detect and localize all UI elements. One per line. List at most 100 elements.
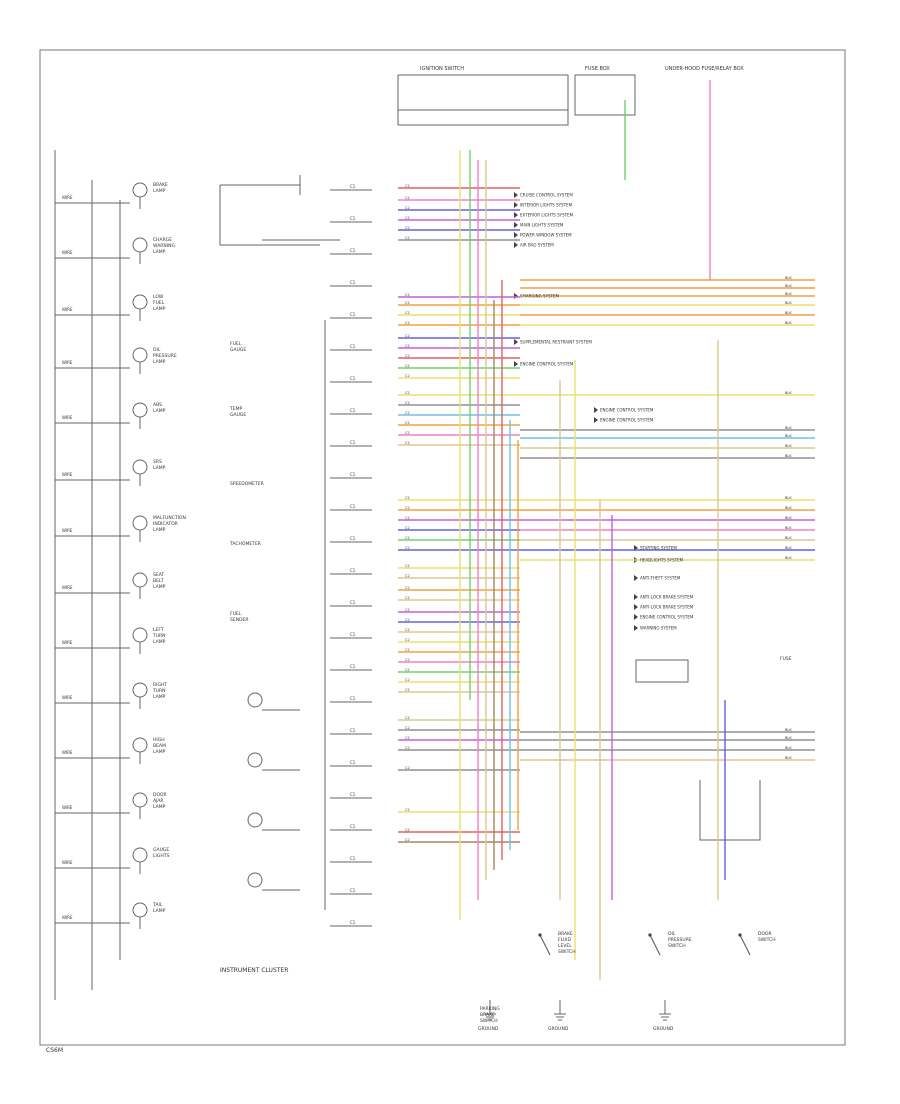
relay-box	[219, 185, 320, 246]
diagram-border	[39, 49, 846, 1046]
lamp-label: LAMP	[153, 306, 166, 312]
wire-code: BLK	[785, 736, 792, 740]
lamp-label: OIL	[153, 347, 161, 353]
lamp-label: LEFT	[153, 627, 164, 633]
arrow-icon	[634, 575, 638, 581]
wire-code: C2	[405, 391, 410, 395]
wire-code: C2	[405, 838, 410, 842]
wire-code: BLK	[785, 434, 792, 438]
arrow-icon	[514, 339, 518, 345]
arrow-icon	[514, 242, 518, 248]
wire-code: C2	[405, 658, 410, 662]
labels: BRAKELAMPWIRECHARGEWARNINGLAMPWIRELOWFUE…	[62, 182, 792, 1032]
lamp-label: GAUGE	[153, 847, 169, 853]
wire-code: WIRE	[62, 805, 73, 810]
wire-code: C2	[405, 301, 410, 305]
wire-code: BLK	[785, 454, 792, 458]
lamp-label: LAMP	[153, 188, 166, 194]
wire-code: WIRE	[62, 250, 73, 255]
lamp-label: LOW	[153, 294, 164, 300]
wire-code: BLK	[785, 756, 792, 760]
lamp-icon	[247, 812, 263, 828]
wire-code: WIRE	[62, 307, 73, 312]
wire-code: C2	[405, 344, 410, 348]
lamp-label: WARNING	[153, 243, 175, 249]
wire-code: C2	[405, 808, 410, 812]
wire-code: WIRE	[62, 695, 73, 700]
lamp-icon	[132, 847, 148, 863]
lamp-label: BELT	[153, 578, 164, 584]
lamp-icon	[132, 682, 148, 698]
wire-code: WIRE	[62, 640, 73, 645]
wire-code: BLK	[785, 516, 792, 520]
arrow-icon	[634, 594, 638, 600]
pin-label: C1	[350, 696, 356, 701]
wire-code: BLK	[785, 391, 792, 395]
lamp-label: INDICATOR	[153, 521, 178, 527]
arrow-icon	[634, 614, 638, 620]
wire-code: C2	[405, 586, 410, 590]
switch-label: PRESSURE	[668, 937, 692, 943]
wire-code: WIRE	[62, 915, 73, 920]
lamp-icon	[132, 347, 148, 363]
lamp-label: SEAT	[153, 572, 164, 578]
system-label: EXTERIOR LIGHTS SYSTEM	[520, 213, 574, 218]
wire-code: C2	[405, 311, 410, 315]
wire-code: C2	[405, 638, 410, 642]
lamp-icon	[132, 237, 148, 253]
wire-code: C2	[405, 364, 410, 368]
wire-code: BLK	[785, 284, 792, 288]
wire-code: C2	[405, 564, 410, 568]
wire-code: C2	[405, 746, 410, 750]
switch-label: DOOR	[758, 931, 772, 937]
arrow-icon	[514, 222, 518, 228]
wire-code: BLK	[785, 496, 792, 500]
pin-label: C1	[350, 536, 356, 541]
footer-code: CS6M	[46, 1047, 63, 1054]
wire-code: BLK	[785, 556, 792, 560]
wire-code: C2	[405, 421, 410, 425]
switch-label: PARKING	[480, 1006, 500, 1012]
ground-label: GROUND	[478, 1026, 499, 1032]
gauge-label: FUEL	[230, 611, 242, 617]
wire-code: WIRE	[62, 360, 73, 365]
system-label: SUPPLEMENTAL RESTRAINT SYSTEM	[520, 340, 592, 345]
wire-code: C2	[405, 608, 410, 612]
lamp-label: TAIL	[152, 902, 163, 908]
pin-label: C1	[350, 600, 356, 605]
wire-code: C2	[405, 321, 410, 325]
gauge-label: FUEL	[230, 341, 242, 347]
system-label: AIR BAG SYSTEM	[520, 243, 554, 248]
wire-code: WIRE	[62, 195, 73, 200]
system-label: CHARGING SYSTEM	[520, 294, 559, 299]
wire-code: C2	[405, 496, 410, 500]
wire-code: C2	[405, 596, 410, 600]
wire-code: WIRE	[62, 750, 73, 755]
pin-label: C1	[350, 344, 356, 349]
wire-code: C2	[405, 374, 410, 378]
wire-code: BLK	[785, 506, 792, 510]
wire-code: BLK	[785, 311, 792, 315]
lamp-icon	[132, 627, 148, 643]
lamp-label: LAMP	[153, 359, 166, 365]
arrow-icon	[514, 232, 518, 238]
wire-code: C2	[405, 536, 410, 540]
switch-label: LEVEL	[558, 943, 572, 949]
lamp-icon	[132, 402, 148, 418]
pin-label: C1	[350, 632, 356, 637]
pin-label: C1	[350, 568, 356, 573]
pin-label: C1	[350, 184, 356, 189]
ground-label: GROUND	[653, 1026, 674, 1032]
lamp-label: LAMP	[153, 584, 166, 590]
wire-code: BLK	[785, 728, 792, 732]
switch-label: SWITCH	[480, 1018, 498, 1024]
wire-code: BLK	[785, 321, 792, 325]
wire-code: C2	[405, 618, 410, 622]
lamp-label: SRS	[153, 459, 162, 465]
lamp-icon	[132, 902, 148, 918]
wire-code: C2	[405, 828, 410, 832]
wire-code: C2	[405, 678, 410, 682]
system-label: ANTI-THEFT SYSTEM	[640, 576, 681, 581]
wire-code: C2	[405, 293, 410, 297]
